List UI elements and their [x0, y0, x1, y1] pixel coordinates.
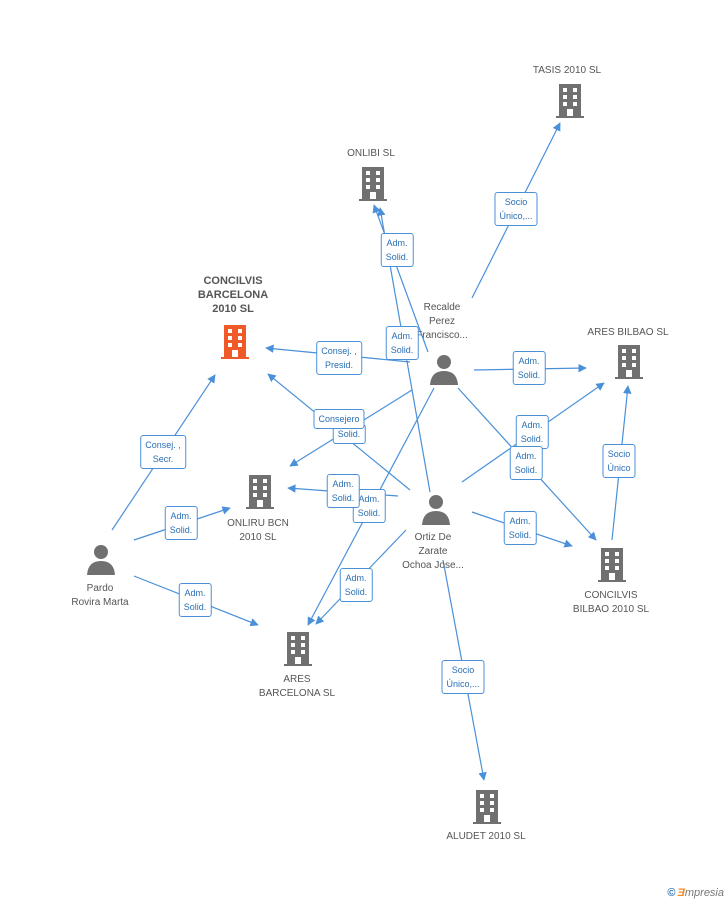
edge-recalde-onlibi	[372, 204, 429, 353]
empresia-logo: ©Ǝmpresia	[667, 887, 724, 899]
edge-label-consej-presid[interactable]: Consej. , Presid.	[316, 341, 362, 375]
edge-label-adm-solid[interactable]: Adm. Solid.	[509, 446, 543, 480]
node-label-aludet[interactable]: ALUDET 2010 SL	[446, 831, 526, 842]
node-label-pardo[interactable]: Pardo Rovira Marta	[71, 583, 129, 608]
edge-label-adm-solid[interactable]: Adm. Solid.	[515, 415, 549, 449]
edge-label-consejero[interactable]: Consejero	[313, 409, 365, 429]
node-label-ares-barcelona[interactable]: ARES BARCELONA SL	[258, 674, 336, 699]
edge-label-adm-solid[interactable]: Adm. Solid.	[339, 568, 373, 602]
person-icon[interactable]	[429, 353, 459, 385]
edge-label-adm-solid[interactable]: Adm. Solid.	[178, 583, 212, 617]
brand-name: mpresia	[684, 887, 724, 899]
edge-label-socio-unico[interactable]: Socio Único	[602, 444, 636, 478]
node-label-concilvis-bilbao[interactable]: CONCILVIS BILBAO 2010 SL	[572, 590, 650, 615]
building-icon-main[interactable]	[220, 325, 250, 359]
copyright-symbol: ©	[667, 887, 676, 899]
building-icon[interactable]	[284, 632, 312, 666]
node-label-onliru[interactable]: ONLIRU BCN 2010 SL	[227, 518, 289, 543]
edge-label-adm-solid[interactable]: Adm. Solid.	[326, 474, 360, 508]
building-icon[interactable]	[615, 345, 643, 379]
node-label-ares-bilbao[interactable]: ARES BILBAO SL	[587, 327, 669, 338]
edge-label-socio-unico[interactable]: Socio Único,...	[441, 660, 485, 694]
node-label-concilvis-barcelona[interactable]: CONCILVIS BARCELONA 2010 SL	[197, 275, 269, 315]
building-icon[interactable]	[246, 475, 274, 509]
edge-label-adm-solid[interactable]: Adm. Solid.	[512, 351, 546, 385]
edge-label-adm-solid[interactable]: Adm. Solid.	[164, 506, 198, 540]
building-icon[interactable]	[556, 84, 584, 118]
edge-label-adm-solid[interactable]: Adm. Solid.	[503, 511, 537, 545]
edge-label-consej-secr[interactable]: Consej. , Secr.	[140, 435, 186, 469]
building-icon[interactable]	[473, 790, 501, 824]
person-icon[interactable]	[421, 493, 451, 525]
node-label-onlibi[interactable]: ONLIBI SL	[347, 148, 395, 159]
brand-e: Ǝ	[677, 887, 685, 899]
person-icon[interactable]	[86, 543, 116, 575]
node-label-ortiz[interactable]: Ortiz De Zarate Ochoa Jose...	[402, 532, 464, 571]
node-label-tasis[interactable]: TASIS 2010 SL	[532, 65, 602, 76]
edge-label-socio-unico[interactable]: Socio Único,...	[494, 192, 538, 226]
edge-label-adm-solid[interactable]: Adm. Solid.	[385, 326, 419, 360]
building-icon[interactable]	[359, 167, 387, 201]
building-icon[interactable]	[598, 548, 626, 582]
edge-label-adm-solid[interactable]: Adm. Solid.	[380, 233, 414, 267]
node-label-recalde[interactable]: Recalde Perez Francisco...	[416, 302, 468, 341]
